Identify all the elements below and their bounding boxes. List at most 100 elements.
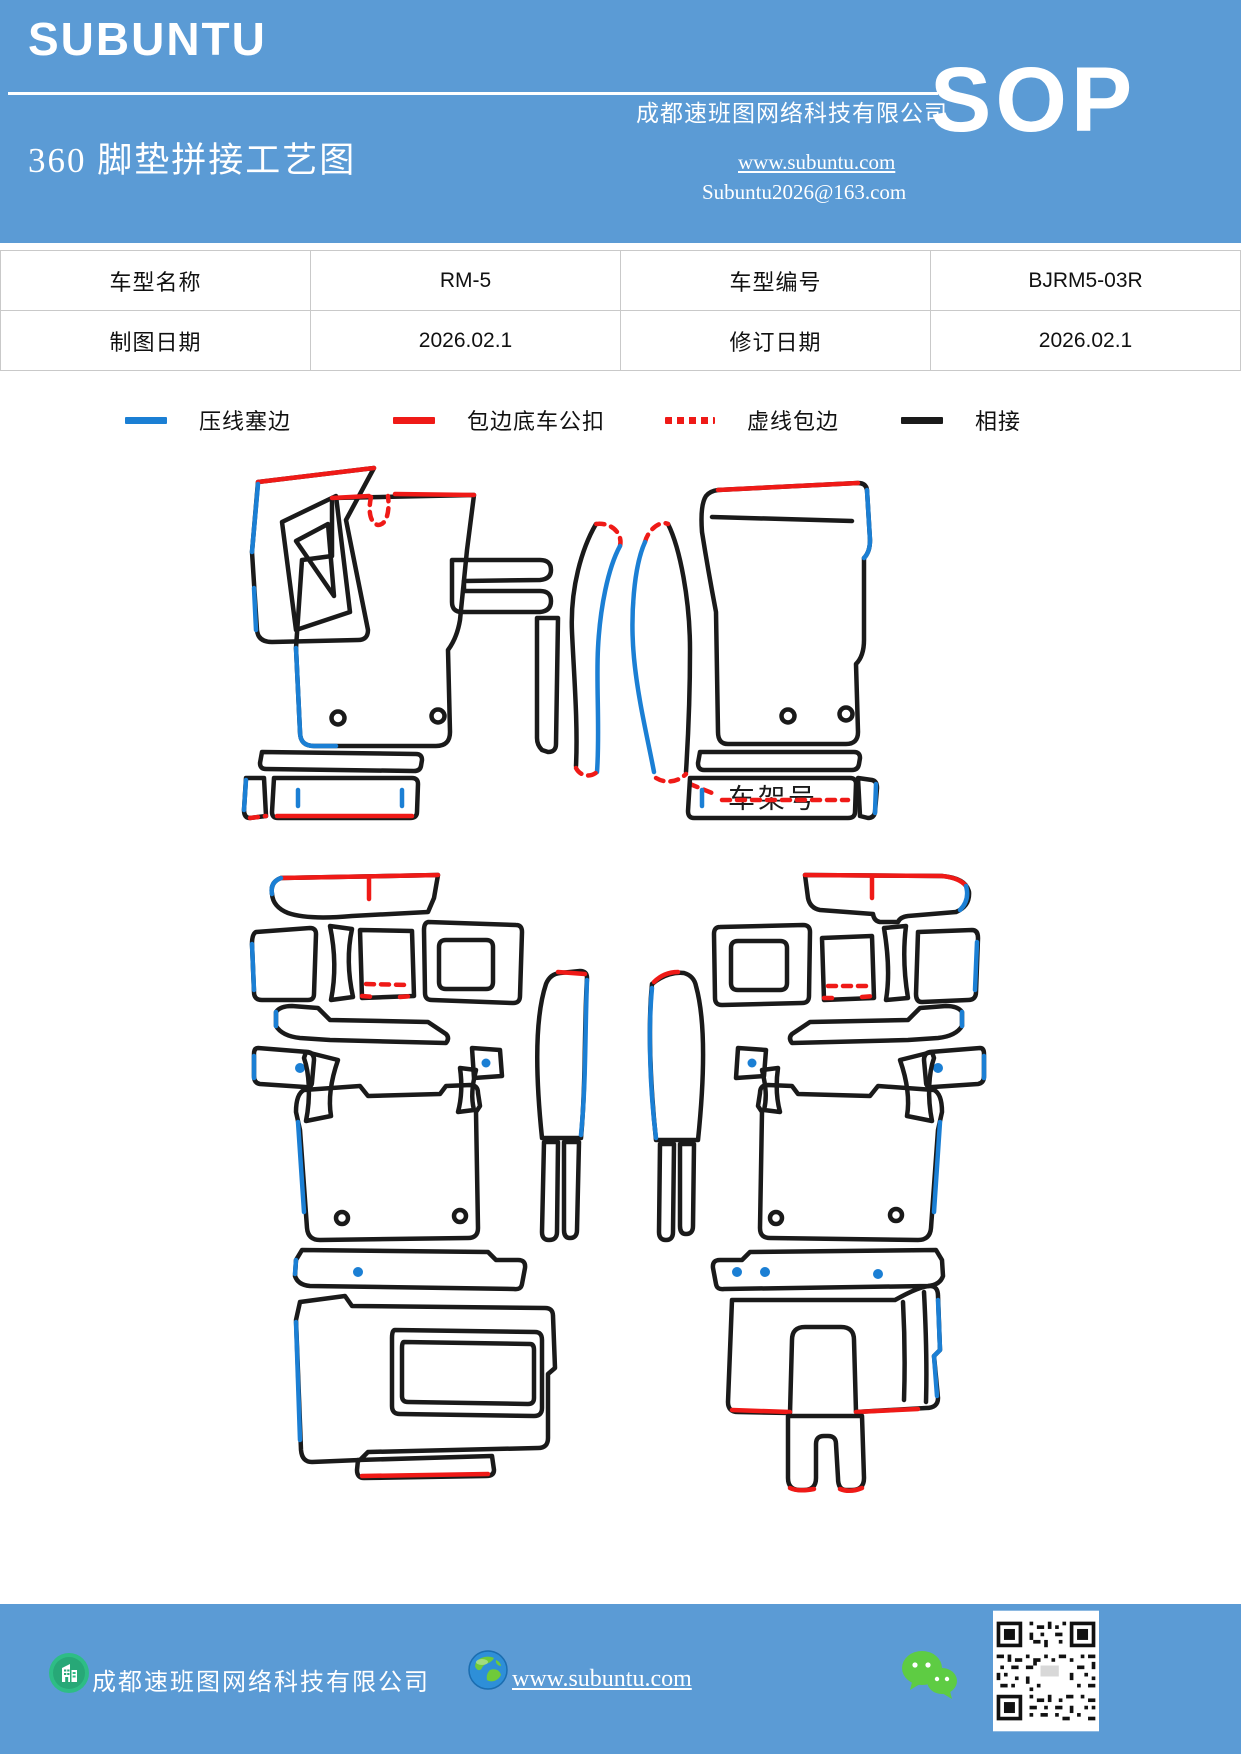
front-left-wedge-red-edge [255, 465, 377, 485]
rear-left-mat-blue-edge [295, 1119, 307, 1215]
piece-rear-left-boot [293, 1293, 558, 1465]
header-divider [8, 92, 938, 95]
piece-rear-left-wing [269, 872, 441, 920]
model-name-label: 车型名称 [0, 250, 311, 311]
grommet [887, 1206, 905, 1224]
model-name-value: RM-5 [310, 250, 621, 311]
piece-front-right-mat [699, 480, 873, 747]
front-left-wedge-blue-edge [249, 481, 261, 633]
grommet [329, 709, 347, 727]
blue-grommet [295, 1063, 305, 1073]
rear-left-square1-blue-edge [249, 941, 257, 993]
footer-website-link[interactable]: www.subuntu.com [512, 1666, 692, 1692]
piece-rear-right-square1 [913, 927, 981, 1005]
piece-rear-center-hook-right [759, 1065, 783, 1115]
legend-label: 包边底车公扣 [467, 409, 606, 434]
blue-grommet [481, 1058, 491, 1068]
header-company-name: 成都速班图网络科技有限公司 [636, 101, 948, 126]
header-band: SUBUNTU 360 脚垫拼接工艺图 成都速班图网络科技有限公司 www.su… [0, 0, 1241, 243]
rear-center-pants-red-edge [787, 1485, 865, 1493]
blue-grommet [933, 1063, 943, 1073]
piece-rear-left-zstrip [273, 1003, 451, 1046]
tunnel-left-dashed-bottom [573, 765, 600, 778]
wechat-icon[interactable] [898, 1648, 960, 1704]
piece-rear-right-square2 [819, 933, 877, 1003]
piece-tunnel-blade-left [569, 521, 599, 769]
draw-date-value: 2026.02.1 [310, 310, 621, 371]
rear-left-square2-dashed [359, 981, 415, 1000]
piece-front-left-wedge [249, 465, 377, 645]
piece-rear-right-strip [710, 1247, 946, 1292]
model-code-value: BJRM5-03R [930, 250, 1241, 311]
front-mats-group: 车架号 [241, 465, 880, 821]
blue-grommet [873, 1269, 883, 1279]
tunnel-left-dashed-tip [593, 521, 623, 549]
rear-right-wing-blue-edge [957, 883, 970, 913]
rear-left-strip-blue-tip [292, 1257, 299, 1277]
vehicle-info-table: 车型名称 RM-5 车型编号 BJRM5-03R 制图日期 2026.02.1 … [0, 250, 1241, 371]
rear-left-wing-blue-edge [269, 875, 284, 897]
globe-icon [468, 1650, 508, 1690]
piece-tunnel-blade-right [665, 521, 693, 775]
rear-left-boot-blue-edge [293, 1319, 303, 1443]
rear-right-upiece-red-edge [729, 1406, 921, 1415]
tunnel-right-dashed-tip [642, 520, 671, 545]
brand-logo: SUBUNTU [28, 13, 267, 65]
qr-code [993, 1610, 1099, 1732]
page-title: 360 脚垫拼接工艺图 [28, 141, 357, 180]
piece-front-right-strip-vin [685, 775, 859, 821]
piece-rear-right-wing [802, 872, 972, 925]
revise-date-label: 修订日期 [620, 310, 931, 371]
legend-label: 虚线包边 [747, 409, 840, 434]
black-line-swatch [901, 416, 944, 424]
tunnel-left-blue-edge [594, 543, 623, 775]
blue-grommet [353, 1267, 363, 1277]
piece-front-left-strip-thin [257, 749, 425, 774]
building-icon [49, 1653, 89, 1693]
piece-front-right-strip-thin [695, 749, 863, 773]
piece-rear-right-bar [881, 923, 911, 1003]
blue-grommet [732, 1267, 742, 1277]
front-left-end-dashed [247, 813, 269, 821]
model-code-label: 车型编号 [620, 250, 931, 311]
front-right-mat-red-edge [715, 480, 861, 493]
legend-label: 相接 [975, 409, 1022, 434]
rear-center-tall-right-red [651, 969, 681, 985]
piece-rear-right-mat [755, 1082, 945, 1243]
front-left-mat-red-edge [329, 491, 477, 501]
rear-right-square2-dashed [821, 983, 877, 1001]
piece-front-left-strip-slots [269, 775, 421, 821]
front-left-mat-dashed-notch [367, 493, 391, 528]
legend-item-dashed: 虚线包边 [665, 404, 839, 436]
legend-label: 压线塞边 [199, 409, 292, 434]
footer-band: 成都速班图网络科技有限公司 www.subuntu.com [0, 1604, 1241, 1754]
piece-rear-right-hook [897, 1049, 937, 1124]
grommet [837, 705, 855, 723]
front-left-mat-blue-edge [293, 645, 339, 749]
table-row: 车型名称 RM-5 车型编号 BJRM5-03R [0, 250, 1241, 311]
blue-grommet [747, 1058, 757, 1068]
table-row: 制图日期 2026.02.1 修订日期 2026.02.1 [0, 310, 1241, 371]
front-right-mat-blue-edge [861, 487, 873, 561]
rear-center-tall-left-blue [578, 977, 590, 1138]
piece-front-left-drop-strip [534, 615, 561, 755]
rear-right-wing-red-edge [802, 872, 969, 901]
front-right-end-blue-edge [872, 781, 879, 816]
legend-item-red: 包边底车公扣 [393, 404, 605, 436]
rear-left-bracket-cutout [436, 937, 496, 992]
header-website-link[interactable]: www.subuntu.com [738, 150, 896, 174]
grommet [429, 707, 447, 725]
piece-rear-center-hook-left [455, 1065, 479, 1115]
front-left-end-blue-edge [241, 777, 249, 813]
piece-front-left-wedge-cutout [279, 493, 353, 633]
rear-center-tall-left-bars [539, 1139, 582, 1243]
grommet [779, 707, 797, 725]
rear-right-upiece-blue-edge [931, 1297, 943, 1399]
piece-rear-left-bracket [421, 919, 525, 1006]
front-right-mat-fold-line [709, 514, 855, 524]
piece-rear-left-bar [327, 923, 356, 1003]
grommet [451, 1207, 469, 1225]
rear-left-wing-red-edge [278, 872, 441, 902]
piece-rear-center-tall-right [647, 970, 706, 1143]
